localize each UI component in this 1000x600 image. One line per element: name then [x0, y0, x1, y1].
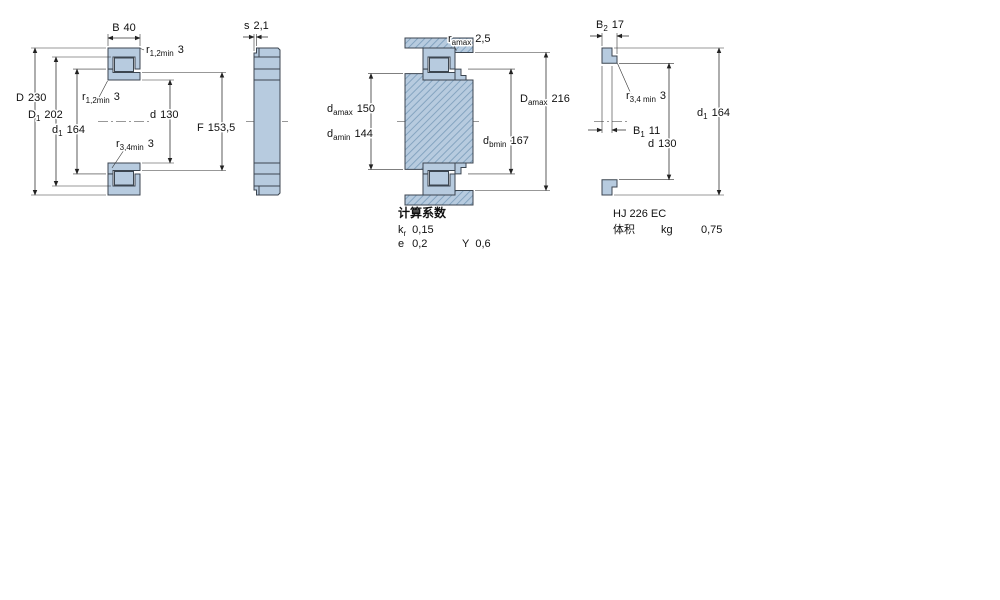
side-view-detail-lines [254, 48, 280, 195]
product-info-block: HJ 226 EC 体积 kg 0,75 [613, 208, 722, 236]
roller-section-top [114, 57, 134, 72]
inner-ring-section-bottom [107, 162, 141, 175]
product-designation: HJ 226 EC [613, 208, 666, 220]
side-view-body [253, 47, 281, 196]
shaft-section [404, 73, 474, 170]
angle-ring-section-top [601, 47, 618, 64]
angle-ring-section-bottom [454, 162, 467, 175]
weight-value: 0,75 [701, 224, 722, 236]
angle-ring-section-bottom [601, 179, 618, 196]
weight-label: 体积 [613, 222, 635, 236]
angle-ring-section-top [454, 68, 467, 81]
roller-section-bottom [114, 171, 134, 186]
roller-section-top [429, 57, 449, 72]
calculation-factors-title: 计算系数 [398, 205, 447, 220]
weight-unit: kg [661, 224, 673, 236]
roller-section-bottom [429, 171, 449, 186]
inner-ring-section-top [107, 68, 141, 81]
